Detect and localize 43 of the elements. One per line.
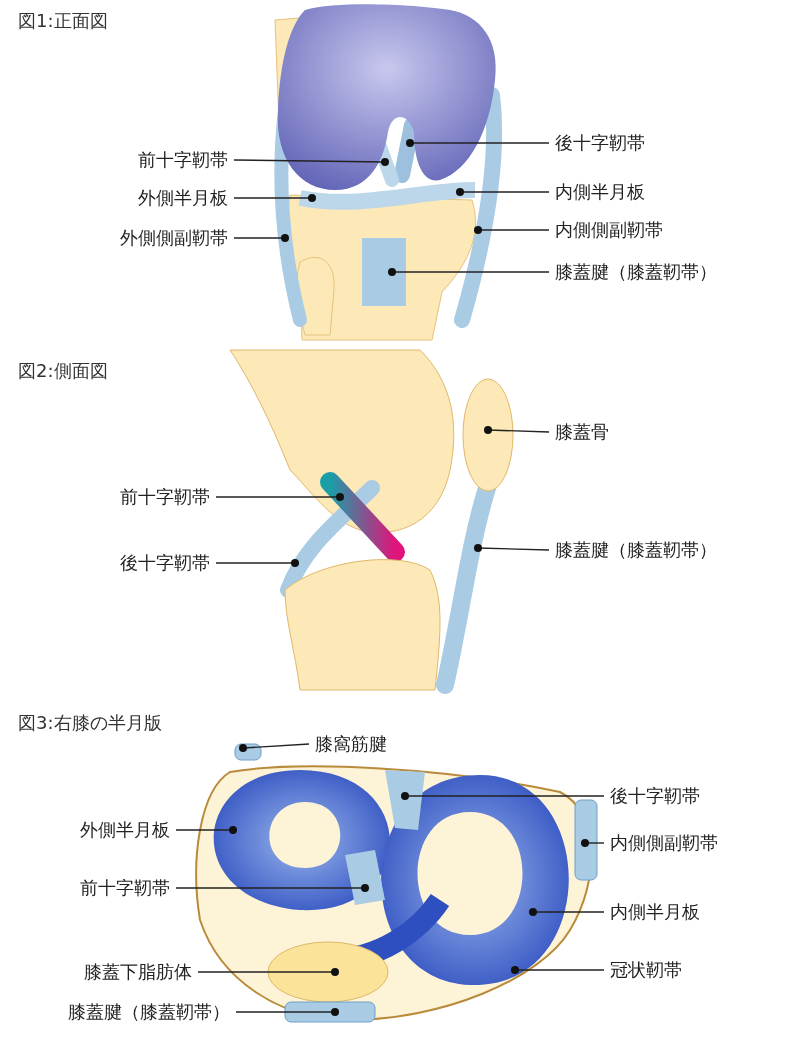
- part-label: 外側半月板: [80, 819, 170, 841]
- part-label: 膝蓋下脂肪体: [84, 961, 192, 983]
- leader-line: [215, 559, 299, 567]
- part-label: 後十字靭帯: [555, 132, 645, 154]
- leader-line: [215, 493, 344, 501]
- leader-line: [175, 884, 369, 892]
- leader-line: [235, 1008, 339, 1016]
- part-label: 内側半月板: [610, 901, 700, 923]
- leader-line: [388, 268, 550, 276]
- part-label: 冠状靭帯: [610, 959, 682, 981]
- part-label: 膝窩筋腱: [315, 733, 387, 755]
- part-label: 膝蓋骨: [555, 421, 609, 443]
- leader-line: [529, 908, 605, 916]
- leader-line: [233, 194, 316, 202]
- part-label: 前十字靭帯: [80, 877, 170, 899]
- leader-line: [233, 158, 389, 166]
- leader-line: [197, 968, 339, 976]
- part-label: 膝蓋腱（膝蓋靭帯）: [555, 261, 717, 283]
- leader-line: [406, 139, 550, 147]
- figure-title: 図1:正面図: [18, 9, 108, 33]
- leader-line: [474, 544, 550, 552]
- leader-line: [511, 966, 605, 974]
- part-label: 内側半月板: [555, 181, 645, 203]
- leader-line: [175, 826, 237, 834]
- leader-line: [239, 743, 310, 752]
- part-label: 外側半月板: [138, 187, 228, 209]
- part-label: 前十字靭帯: [138, 149, 228, 171]
- figure-title: 図3:右膝の半月版: [18, 711, 162, 735]
- part-label: 後十字靭帯: [120, 552, 210, 574]
- leader-line: [401, 792, 605, 800]
- leader-line: [233, 234, 289, 242]
- part-label: 前十字靭帯: [120, 486, 210, 508]
- part-label: 膝蓋腱（膝蓋靭帯）: [68, 1001, 230, 1023]
- leader-line: [474, 226, 550, 234]
- leader-line: [456, 188, 550, 196]
- part-label: 外側側副靭帯: [120, 227, 228, 249]
- leader-line: [581, 839, 605, 847]
- part-label: 膝蓋腱（膝蓋靭帯）: [555, 539, 717, 561]
- part-label: 内側側副靭帯: [555, 219, 663, 241]
- figure-title: 図2:側面図: [18, 359, 108, 383]
- part-label: 後十字靭帯: [610, 785, 700, 807]
- leader-line: [484, 426, 550, 434]
- part-label: 内側側副靭帯: [610, 832, 718, 854]
